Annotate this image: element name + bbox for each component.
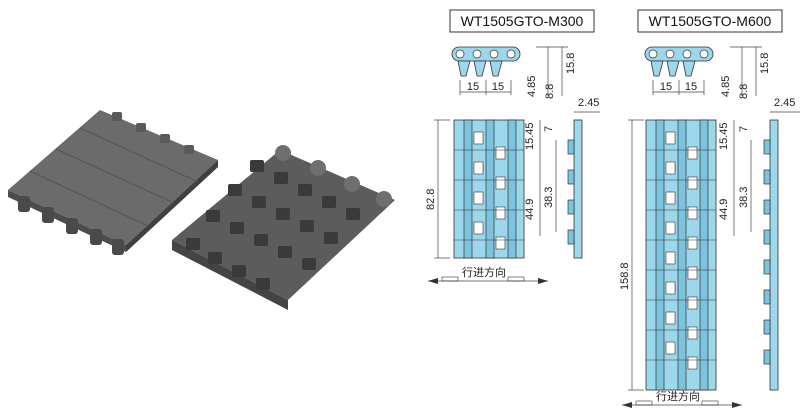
inner-dim-label: 38.3 — [543, 187, 555, 208]
side-view: 2.45 15.45 7 44.9 38.3 — [524, 97, 600, 259]
inner-dim-label: 38.3 — [738, 187, 750, 208]
drawing-m300: WT1505GTO-M300 15 15 15.8 4.85 8.8 — [425, 9, 600, 284]
dim-label: 7 — [543, 126, 555, 132]
pitch-label: 15 — [660, 81, 672, 93]
inner-dim-label: 44.9 — [524, 199, 536, 220]
side-view: 2.45 15.45 7 44.9 38.3 — [718, 97, 800, 391]
width-label: 158.8 — [619, 262, 631, 290]
pitch-label: 15 — [492, 81, 504, 93]
direction-label: 行进方向 — [462, 265, 506, 279]
profile-view: 15 15 15.8 4.85 8.8 — [451, 46, 577, 99]
flat-belt-photo — [8, 110, 218, 255]
dim-label: 7 — [738, 126, 750, 132]
profile-height-label: 15.8 — [759, 53, 771, 74]
direction-indicator: 行进方向 — [428, 265, 548, 284]
dim-label: 15.45 — [718, 122, 730, 150]
pitch-label: 15 — [685, 81, 697, 93]
dim-label: 8.8 — [738, 84, 750, 99]
drawing-m600: WT1505GTO-M600 15 15 15.8 4.85 8.8 — [619, 9, 800, 408]
thickness-label: 2.45 — [774, 97, 795, 109]
thickness-label: 2.45 — [578, 97, 599, 109]
width-label: 82.8 — [425, 189, 437, 210]
module-title: WT1505GTO-M300 — [461, 13, 584, 29]
grid-belt-photo — [172, 145, 395, 310]
inner-dim-label: 44.9 — [718, 199, 730, 220]
dim-label: 8.8 — [544, 84, 556, 99]
direction-indicator: 行进方向 — [622, 389, 742, 408]
profile-height-label: 15.8 — [565, 53, 577, 74]
dim-label: 4.85 — [526, 76, 538, 97]
profile-view: 15 15 15.8 4.85 8.8 — [644, 46, 771, 99]
plan-view: 82.8 — [425, 119, 525, 259]
plan-view: 158.8 — [619, 119, 717, 391]
pitch-label: 15 — [467, 81, 479, 93]
module-title: WT1505GTO-M600 — [649, 13, 772, 29]
dim-label: 4.85 — [720, 76, 732, 97]
dim-label: 15.45 — [524, 122, 536, 150]
direction-label: 行进方向 — [656, 389, 700, 403]
